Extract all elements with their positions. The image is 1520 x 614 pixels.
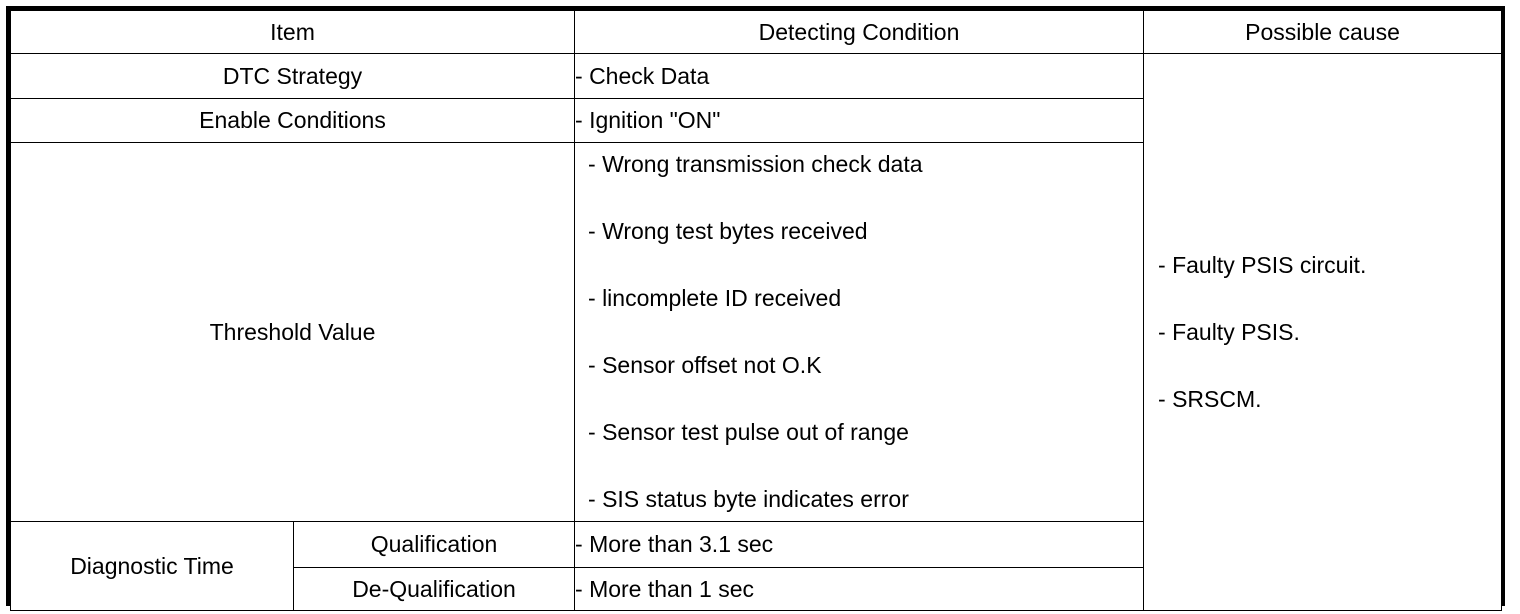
label-dtc-strategy: DTC Strategy — [9, 53, 576, 99]
possible-cause-cell: - Faulty PSIS circuit. - Faulty PSIS. - … — [1143, 53, 1503, 611]
table-row-dtc-strategy: DTC Strategy - Check Data - Faulty PSIS … — [9, 53, 1503, 611]
header-detecting-condition: Detecting Condition — [574, 10, 1145, 54]
label-threshold-value: Threshold Value — [9, 142, 576, 522]
list-item: - Faulty PSIS. — [1158, 318, 1300, 345]
header-possible-cause: Possible cause — [1143, 10, 1503, 54]
table-row-qualification: Diagnostic Time Qualification - More tha… — [10, 521, 1502, 611]
list-item: - Faulty PSIS circuit. — [1158, 251, 1367, 278]
condition-de-qualification: - More than 1 sec — [574, 567, 1145, 611]
list-item: - lincomplete ID received — [588, 285, 842, 311]
label-diagnostic-time: Diagnostic Time — [10, 521, 294, 611]
table-row-de-qualification: De-Qualification - More than 1 sec — [11, 567, 1502, 611]
condition-qualification: - More than 3.1 sec — [574, 521, 1145, 568]
dtc-diagnostic-table: Item Detecting Condition Possible cause … — [6, 6, 1505, 611]
list-item: - SIS status byte indicates error — [588, 486, 909, 512]
possible-cause-list: - Faulty PSIS circuit. - Faulty PSIS. - … — [1144, 251, 1501, 412]
condition-threshold-value: - Wrong transmission check data - Wrong … — [574, 142, 1145, 522]
list-item: - Wrong transmission check data — [588, 151, 923, 177]
list-item: - Wrong test bytes received — [588, 218, 868, 244]
condition-enable-conditions: - Ignition "ON" — [574, 98, 1145, 143]
table-header-row: Item Detecting Condition Possible cause — [9, 10, 1503, 54]
label-qualification: Qualification — [292, 521, 576, 568]
label-enable-conditions: Enable Conditions — [9, 98, 576, 143]
header-item: Item — [9, 10, 576, 54]
list-item: - Sensor test pulse out of range — [588, 419, 909, 445]
diagnostic-table-grid: Item Detecting Condition Possible cause … — [9, 10, 1503, 611]
table-row-enable-conditions: Enable Conditions - Ignition "ON" — [9, 98, 1502, 143]
threshold-condition-list: - Wrong transmission check data - Wrong … — [575, 153, 1143, 511]
list-item: - Sensor offset not O.K — [588, 352, 822, 378]
label-de-qualification: De-Qualification — [292, 567, 576, 611]
condition-dtc-strategy: - Check Data — [574, 53, 1145, 99]
table-row-threshold-value: Threshold Value - Wrong transmission che… — [9, 142, 1502, 522]
list-item: - SRSCM. — [1158, 385, 1262, 412]
